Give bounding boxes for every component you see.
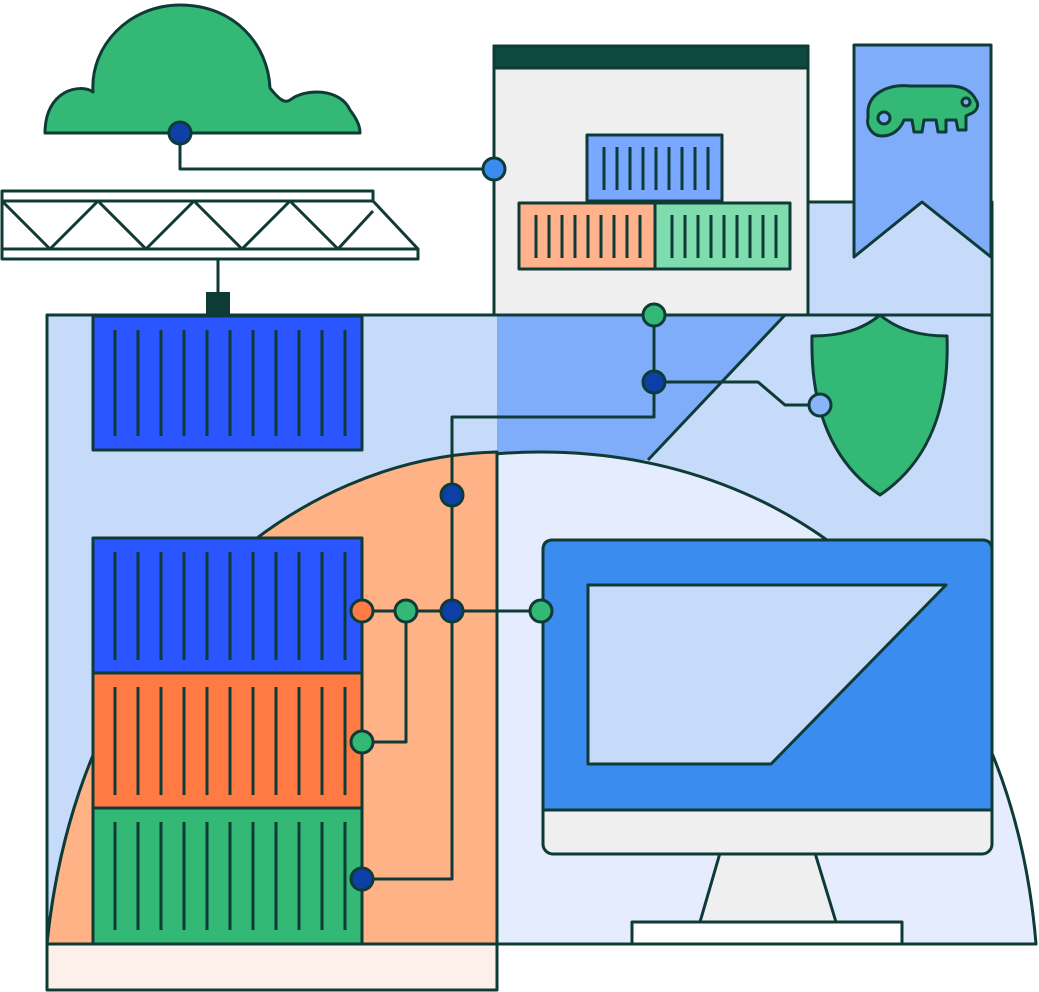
network-nodes (167, 120, 833, 892)
monitor-icon (541, 538, 994, 946)
chameleon-logo-icon (866, 84, 980, 138)
shipping-container-icon (91, 671, 364, 810)
document-window-icon (492, 44, 810, 317)
network-node-icon (349, 866, 375, 892)
network-node-icon (641, 302, 667, 328)
crane-icon (0, 189, 420, 316)
network-node-icon (641, 369, 667, 395)
shipping-container-icon (91, 806, 364, 946)
network-node-icon (349, 729, 375, 755)
shipping-container-icon (91, 536, 364, 675)
monitor-screen (586, 583, 948, 766)
network-lines (178, 133, 820, 881)
shipping-container-icon (91, 314, 364, 452)
network-node-icon (439, 482, 465, 508)
container-stack (91, 536, 364, 946)
base-platform (45, 942, 499, 992)
shield-icon (810, 313, 949, 497)
chameleon-banner (852, 43, 993, 259)
network-node-icon (393, 598, 419, 624)
network-node-icon (807, 392, 833, 418)
network-node-icon (439, 598, 465, 624)
network-node-icon (528, 598, 554, 624)
network-node-icon (481, 156, 507, 182)
network-node-icon (349, 598, 375, 624)
network-node-icon (167, 120, 193, 146)
cloud-icon (43, 3, 362, 135)
